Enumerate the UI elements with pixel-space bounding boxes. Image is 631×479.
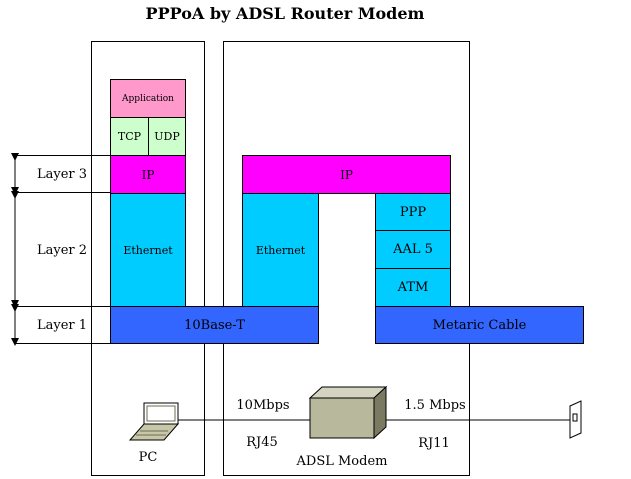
right-link-connector: RJ11: [418, 435, 450, 451]
adsl-modem-label: ADSL Modem: [296, 453, 388, 469]
laptop-icon: [128, 402, 180, 441]
left-link-speed: 10Mbps: [236, 397, 290, 413]
pc-udp-layer: UDP: [148, 117, 186, 156]
layer1-label: Layer 1: [36, 317, 88, 333]
wall-jack-icon: [569, 400, 582, 439]
pc-ethernet-layer: Ethernet: [110, 193, 186, 307]
modem-ethernet-layer: Ethernet: [242, 193, 319, 307]
diagram-title: PPPoA by ADSL Router Modem: [145, 3, 425, 23]
pc-label: PC: [138, 449, 158, 465]
left-link-connector: RJ45: [246, 434, 278, 450]
pc-frame: [91, 41, 205, 476]
layer3-label: Layer 3: [36, 166, 88, 182]
pc-application-layer: Application: [110, 79, 186, 118]
pc-ip-layer: IP: [110, 155, 186, 194]
right-link-speed: 1.5 Mbps: [404, 397, 466, 413]
layer3-row-line: [16, 155, 112, 193]
modem-frame: [223, 41, 470, 476]
adsl-modem-icon: [308, 385, 388, 440]
layer2-label: Layer 2: [36, 242, 88, 258]
modem-atm-layer: ATM: [375, 268, 451, 307]
modem-ip-layer: IP: [242, 155, 451, 194]
pc-tcp-layer: TCP: [110, 117, 149, 156]
modem-ppp-layer: PPP: [375, 193, 451, 231]
layer1-row-line: [16, 306, 112, 344]
physical-metaric-cable: Metaric Cable: [375, 306, 584, 344]
physical-10base-t: 10Base-T: [110, 306, 319, 344]
